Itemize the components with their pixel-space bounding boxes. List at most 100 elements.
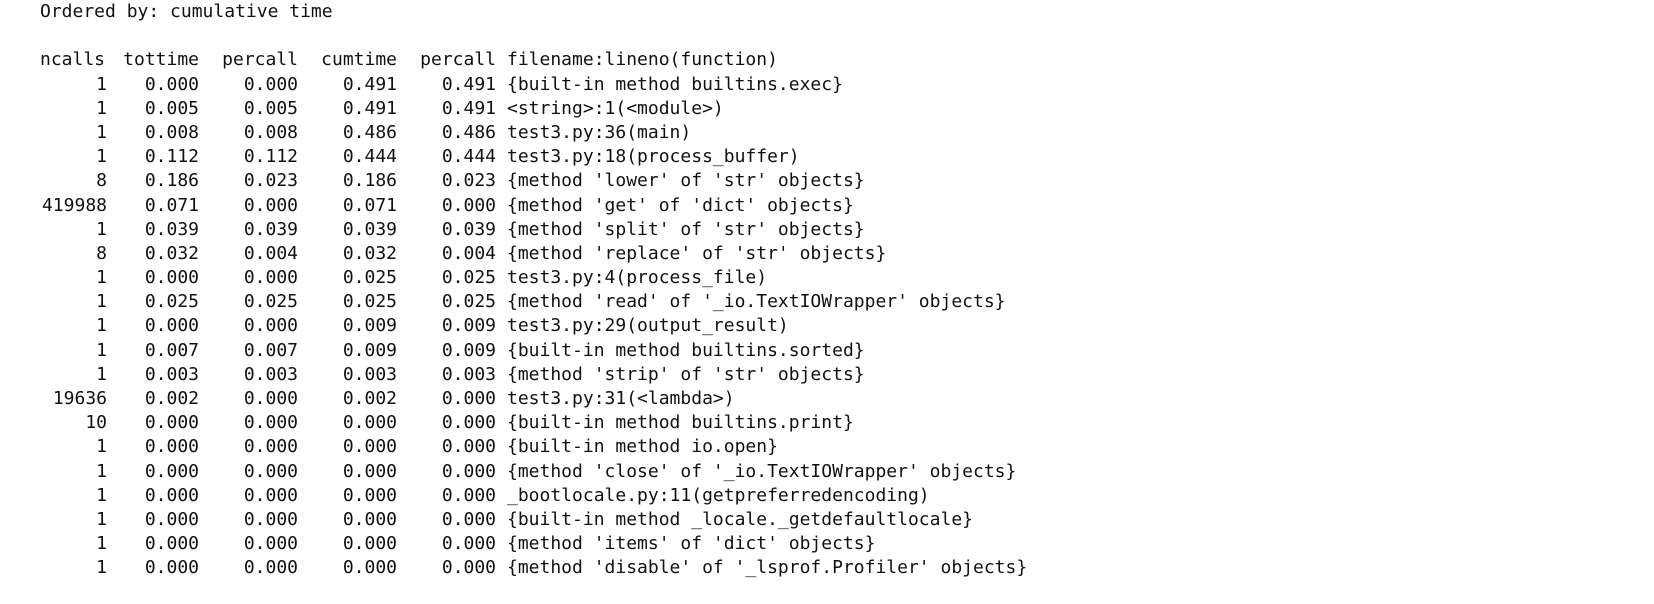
cell-percall: 0.003 — [243, 363, 298, 385]
cell-function: {method 'read' of '_io.TextIOWrapper' ob… — [507, 291, 1006, 313]
cell-tottime: 0.032 — [144, 242, 199, 264]
cell-percall-cumulative: 0.000 — [441, 557, 496, 579]
cell-ncalls: 1 — [96, 557, 107, 579]
cell-tottime: 0.003 — [144, 363, 199, 385]
cell-ncalls: 419988 — [41, 194, 107, 216]
cell-ncalls: 1 — [96, 508, 107, 530]
cell-ncalls: 1 — [96, 315, 107, 337]
cell-percall-cumulative: 0.025 — [441, 267, 496, 289]
cell-function: {built-in method builtins.sorted} — [507, 339, 865, 361]
cell-tottime: 0.002 — [144, 388, 199, 409]
cell-cumtime: 0.000 — [342, 557, 397, 579]
cell-percall: 0.000 — [243, 315, 298, 337]
cell-ncalls: 1 — [96, 267, 107, 289]
cell-tottime: 0.007 — [144, 339, 199, 361]
cell-percall: 0.000 — [243, 557, 298, 579]
cell-tottime: 0.008 — [144, 121, 199, 143]
cell-cumtime: 0.009 — [342, 315, 397, 337]
cell-percall: 0.004 — [243, 242, 298, 264]
cell-function: {method 'disable' of '_lsprof.Profiler' … — [507, 557, 1028, 579]
cell-percall-cumulative: 0.000 — [441, 388, 496, 409]
cell-ncalls: 1 — [96, 339, 107, 361]
cell-cumtime: 0.025 — [342, 267, 397, 289]
cell-percall-cumulative: 0.444 — [441, 146, 496, 168]
cell-percall: 0.000 — [243, 533, 298, 555]
cell-function: {method 'close' of '_io.TextIOWrapper' o… — [507, 460, 1017, 482]
cell-percall: 0.039 — [243, 218, 298, 240]
cell-percall-cumulative: 0.000 — [441, 436, 496, 458]
cell-percall-cumulative: 0.025 — [441, 291, 496, 313]
cell-ncalls: 1 — [96, 218, 107, 240]
header-percall-cumulative: percall — [420, 49, 496, 71]
cell-cumtime: 0.000 — [342, 412, 397, 434]
cell-percall: 0.023 — [243, 170, 298, 192]
cell-percall: 0.000 — [243, 436, 298, 458]
cell-ncalls: 1 — [96, 73, 107, 95]
cell-function: test3.py:18(process_buffer) — [507, 146, 800, 168]
header-tottime: tottime — [123, 49, 199, 71]
cell-percall-cumulative: 0.003 — [441, 363, 496, 385]
cell-ncalls: 8 — [96, 170, 107, 192]
cell-function: _bootlocale.py:11(getpreferredencoding) — [507, 484, 930, 506]
header-ncalls: ncalls — [40, 49, 106, 71]
cell-cumtime: 0.491 — [342, 97, 397, 119]
cell-ncalls: 1 — [96, 146, 107, 168]
cell-percall-cumulative: 0.004 — [441, 242, 496, 264]
cell-percall-cumulative: 0.491 — [441, 73, 496, 95]
cell-cumtime: 0.000 — [342, 436, 397, 458]
cell-function: {method 'get' of 'dict' objects} — [507, 194, 854, 216]
cell-cumtime: 0.002 — [342, 388, 397, 409]
cell-tottime: 0.000 — [144, 412, 199, 434]
cell-ncalls: 1 — [96, 291, 107, 313]
cell-percall-cumulative: 0.000 — [441, 194, 496, 216]
cell-ncalls: 1 — [96, 484, 107, 506]
header-function: filename:lineno(function) — [507, 49, 778, 71]
cell-percall-cumulative: 0.491 — [441, 97, 496, 119]
cell-function: test3.py:31(<lambda>) — [507, 388, 735, 409]
cell-cumtime: 0.444 — [342, 146, 397, 168]
header-cumtime: cumtime — [321, 49, 397, 71]
cell-tottime: 0.000 — [144, 557, 199, 579]
cell-tottime: 0.039 — [144, 218, 199, 240]
cell-cumtime: 0.003 — [342, 363, 397, 385]
cell-cumtime: 0.486 — [342, 121, 397, 143]
cell-function: {method 'split' of 'str' objects} — [507, 218, 865, 240]
cell-ncalls: 19636 — [52, 388, 107, 409]
cell-percall: 0.000 — [243, 412, 298, 434]
cell-tottime: 0.000 — [144, 267, 199, 289]
sort-order-title: Ordered by: cumulative time — [40, 1, 333, 22]
cell-percall-cumulative: 0.023 — [441, 170, 496, 192]
cell-cumtime: 0.000 — [342, 460, 397, 482]
cell-ncalls: 8 — [96, 242, 107, 264]
cell-cumtime: 0.025 — [342, 291, 397, 313]
cell-function: {method 'replace' of 'str' objects} — [507, 242, 887, 264]
cell-function: <string>:1(<module>) — [507, 97, 724, 119]
table-header: ncalls tottime percall cumtime percall f… — [40, 48, 1620, 72]
cell-cumtime: 0.039 — [342, 218, 397, 240]
cell-percall-cumulative: 0.009 — [441, 315, 496, 337]
cell-percall-cumulative: 0.000 — [441, 533, 496, 555]
cell-cumtime: 0.071 — [342, 194, 397, 216]
cell-tottime: 0.000 — [144, 73, 199, 95]
cell-percall: 0.025 — [243, 291, 298, 313]
cell-function: {method 'items' of 'dict' objects} — [507, 533, 876, 555]
cell-function: {built-in method builtins.print} — [507, 412, 854, 434]
cell-percall: 0.008 — [243, 121, 298, 143]
cell-percall: 0.000 — [243, 267, 298, 289]
cell-function: test3.py:29(output_result) — [507, 315, 789, 337]
cell-percall: 0.000 — [243, 508, 298, 530]
cell-percall-cumulative: 0.000 — [441, 484, 496, 506]
cell-ncalls: 1 — [96, 436, 107, 458]
